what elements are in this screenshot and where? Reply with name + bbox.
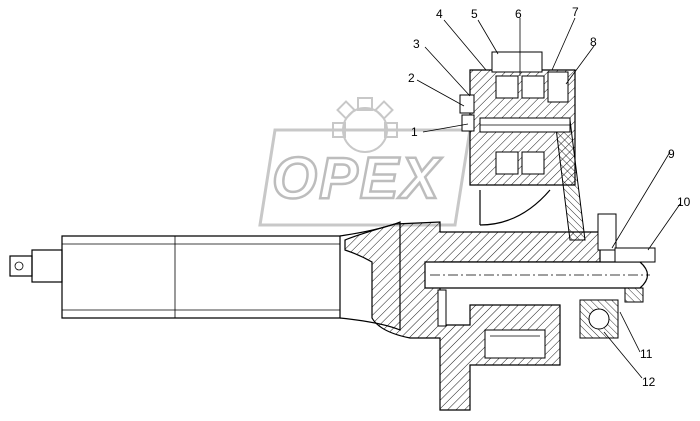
watermark-gear-icon xyxy=(332,97,398,153)
callout-8: 8 xyxy=(590,35,597,49)
bearing-bottom xyxy=(579,299,619,339)
callout-9: 9 xyxy=(668,147,675,161)
output-shaft xyxy=(424,213,656,327)
callout-1: 1 xyxy=(411,125,418,139)
callout-2: 2 xyxy=(408,71,415,85)
callout-6: 6 xyxy=(515,7,522,21)
callout-4: 4 xyxy=(436,7,443,21)
callout-7: 7 xyxy=(572,5,579,19)
callout-11: 11 xyxy=(640,347,653,361)
handle-body xyxy=(9,221,401,331)
callout-5: 5 xyxy=(471,7,478,21)
callout-12: 12 xyxy=(642,375,656,389)
watermark-frame xyxy=(258,128,472,227)
callout-labels: 1 2 3 4 5 6 7 8 9 10 11 12 xyxy=(408,5,691,389)
leader-lines xyxy=(416,17,681,379)
watermark-text: OPEX xyxy=(272,146,442,211)
callout-10: 10 xyxy=(677,195,691,209)
housing-section xyxy=(344,221,601,411)
callout-3: 3 xyxy=(413,37,420,51)
bearing-assembly-top xyxy=(459,51,576,186)
watermark-logo: OPEX xyxy=(258,97,472,227)
